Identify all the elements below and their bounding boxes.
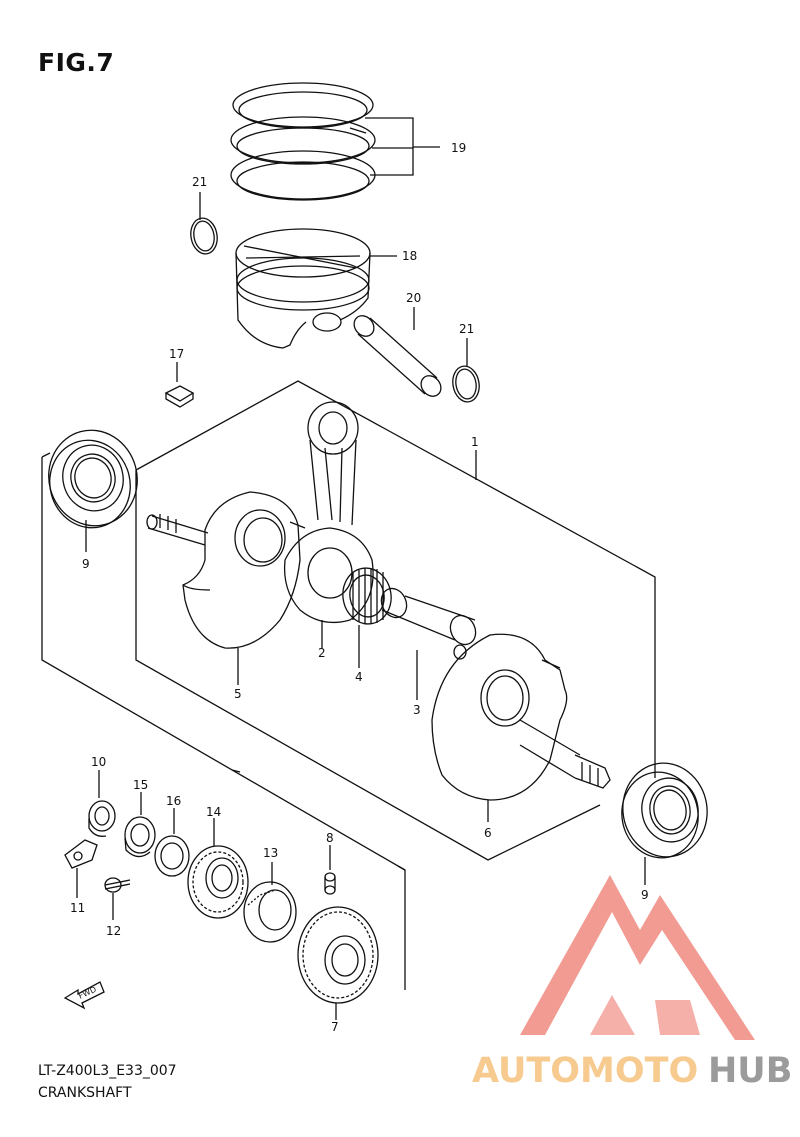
callout-14: 14 [206, 805, 221, 819]
callout-8: 8 [326, 831, 334, 845]
figure-title: FIG.7 [38, 48, 115, 77]
piston-ring-set [230, 82, 440, 201]
drive-gear [187, 818, 249, 919]
piston [235, 228, 397, 349]
bearing-right [621, 762, 708, 885]
crank-pin [380, 587, 477, 700]
callout-1: 1 [471, 435, 479, 449]
spacer [124, 792, 156, 858]
callout-3: 3 [413, 703, 421, 717]
bearing-left [48, 429, 138, 552]
callout-21-lower: 21 [459, 322, 474, 336]
watermark-text-2: HUB [708, 1051, 792, 1091]
callout-18: 18 [402, 249, 417, 263]
callout-7: 7 [331, 1020, 339, 1034]
callout-17: 17 [169, 347, 184, 361]
crank-web-left [146, 491, 306, 685]
callout-6: 6 [484, 826, 492, 840]
needle-bearing [342, 567, 392, 668]
fwd-arrow-icon [63, 981, 105, 1010]
callout-16: 16 [166, 794, 181, 808]
figure-code: LT-Z400L3_E33_007 [38, 1063, 177, 1079]
figure-name: CRANKSHAFT [38, 1085, 132, 1101]
crank-web-right [431, 450, 611, 822]
assembly-outline [41, 380, 656, 990]
woodruff-key [164, 362, 195, 408]
watermark-logo: AUTOMOTO HUB [472, 875, 792, 1091]
dowel-pin [324, 845, 336, 895]
circlip-lower [452, 338, 480, 403]
gear-bearing [243, 862, 297, 943]
bushing [88, 770, 116, 837]
callout-2: 2 [318, 646, 326, 660]
driven-gear [297, 906, 379, 1020]
callout-4: 4 [355, 670, 363, 684]
callout-9-right: 9 [641, 888, 649, 902]
callout-11: 11 [70, 901, 85, 915]
callout-9-left: 9 [82, 557, 90, 571]
retainer-plate [64, 839, 98, 898]
callout-20: 20 [406, 291, 421, 305]
piston-pin [353, 307, 442, 397]
watermark-text-1: AUTOMOTO [472, 1051, 698, 1091]
callout-21-upper: 21 [192, 175, 207, 189]
screw [104, 877, 131, 920]
callout-5: 5 [234, 687, 242, 701]
circlip-upper [190, 192, 218, 255]
callout-19: 19 [451, 141, 466, 155]
thrust-washer [154, 808, 190, 877]
callout-10: 10 [91, 755, 106, 769]
callout-13: 13 [263, 846, 278, 860]
callout-12: 12 [106, 924, 121, 938]
callout-15: 15 [133, 778, 148, 792]
